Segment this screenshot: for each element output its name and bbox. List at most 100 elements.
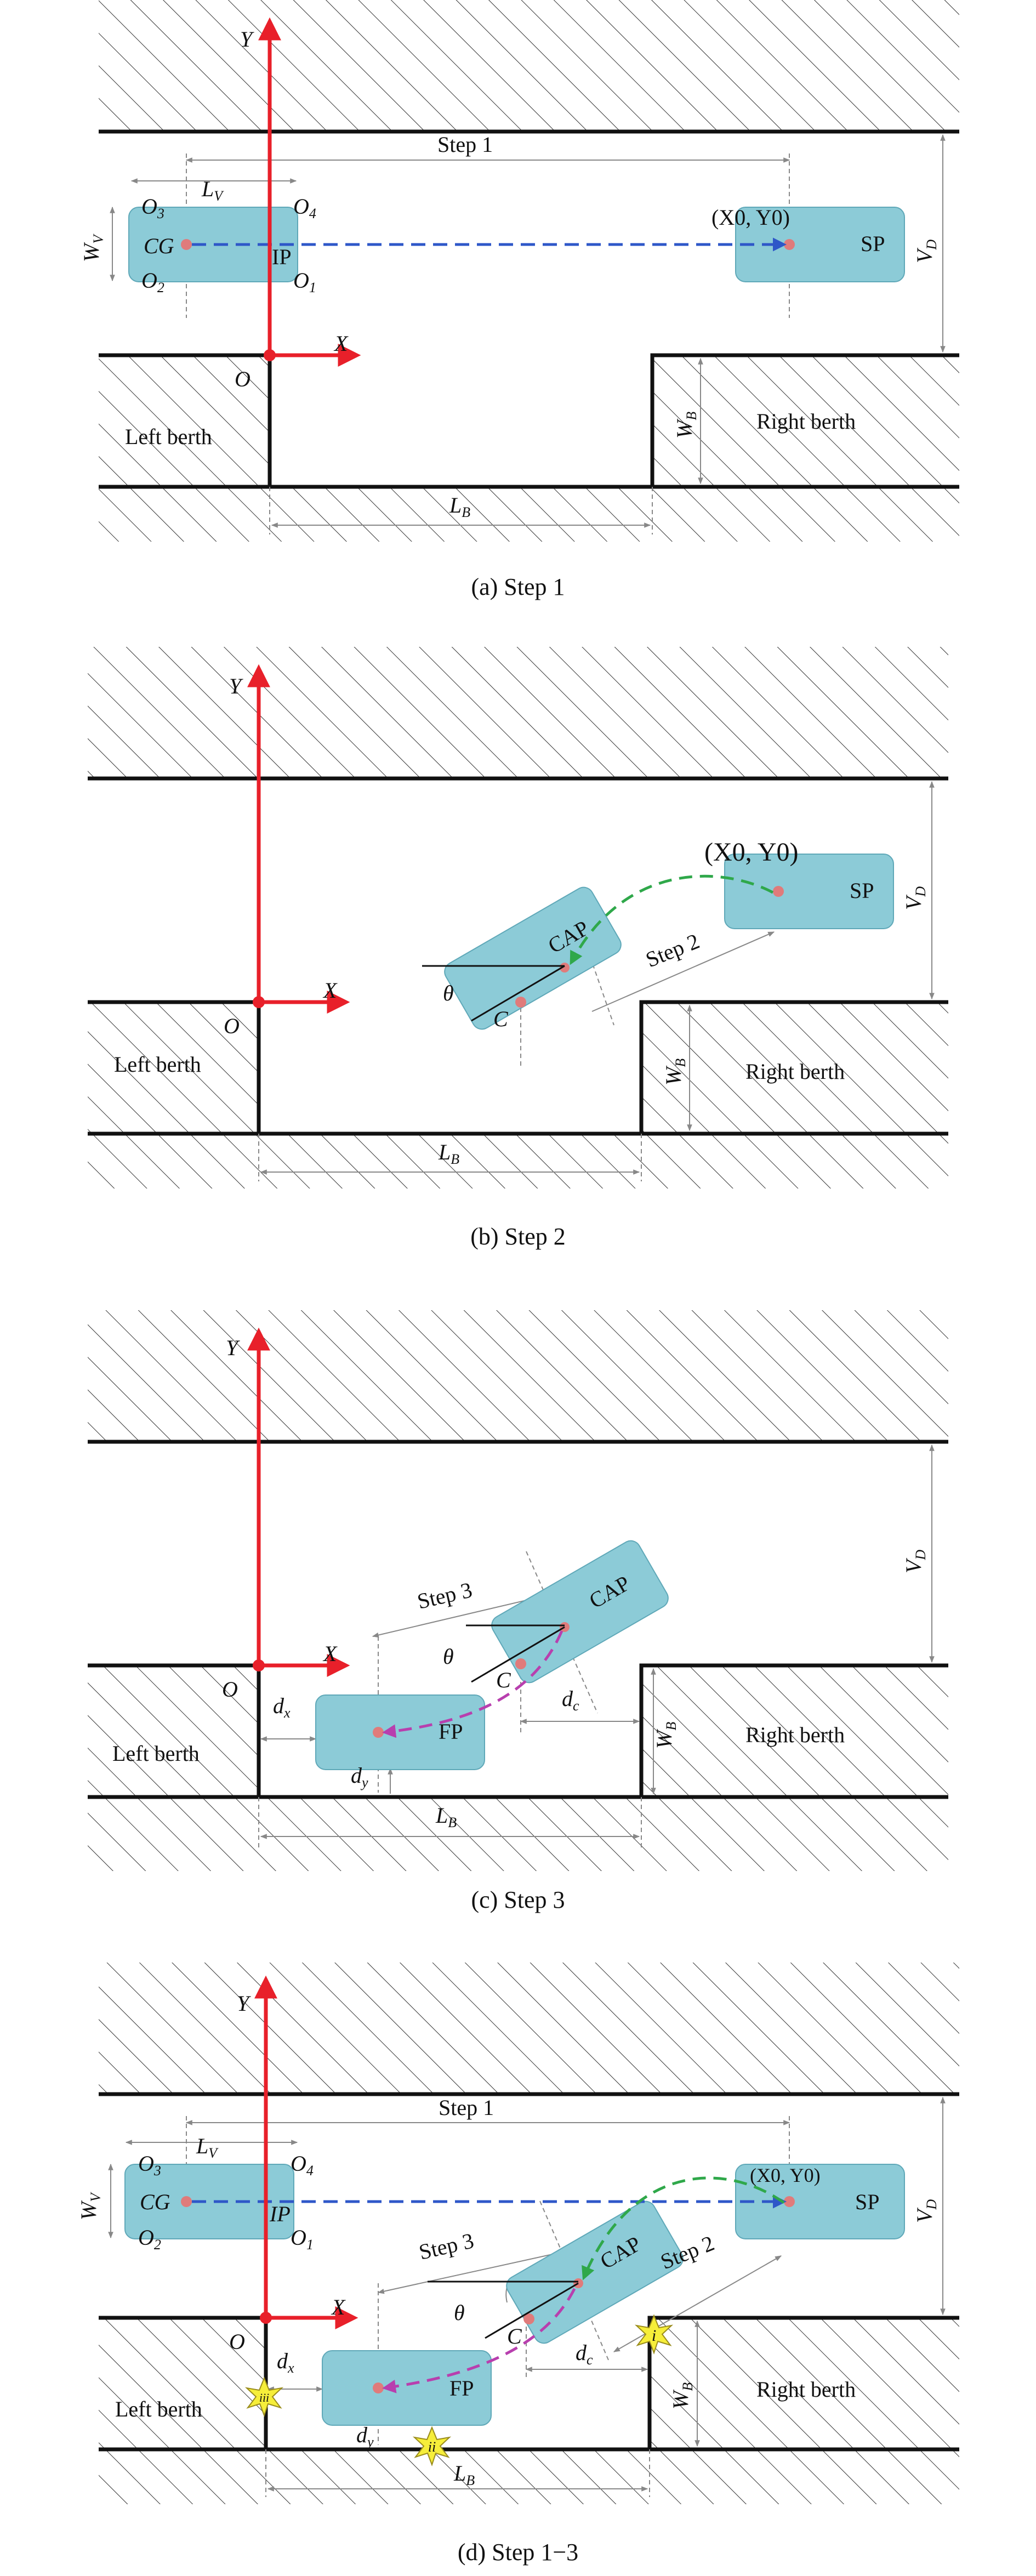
dy-subscript: y xyxy=(360,1775,368,1790)
dy-subscript: y xyxy=(366,2434,374,2450)
o2-subscript: 2 xyxy=(154,2237,161,2253)
svg-text:VD: VD xyxy=(912,240,940,263)
vehicle-cap xyxy=(506,2200,684,2344)
svg-text:WB: WB xyxy=(661,1059,688,1085)
lb-subscript: B xyxy=(448,1815,457,1830)
left-berth-label: Left berth xyxy=(115,2397,202,2421)
vd-label: V xyxy=(901,894,926,910)
svg-text:O1: O1 xyxy=(293,268,316,295)
corner-c-point xyxy=(515,997,526,1008)
origin-label: O xyxy=(222,1677,238,1702)
step3-label: Step 3 xyxy=(415,1577,475,1614)
o1-label: O xyxy=(291,2225,306,2250)
caption-d: (d) Step 1−3 xyxy=(458,2539,578,2566)
vd-label: V xyxy=(912,247,937,263)
dc-label: d xyxy=(576,2340,587,2365)
svg-text:dx: dx xyxy=(277,2348,294,2376)
dc-subscript: c xyxy=(573,1698,579,1714)
svg-text:dc: dc xyxy=(562,1686,579,1714)
walls xyxy=(99,0,959,542)
lb-subscript: B xyxy=(451,1151,459,1167)
walls xyxy=(88,647,948,1189)
theta-label: θ xyxy=(443,1644,454,1669)
svg-text:O2: O2 xyxy=(141,268,164,295)
vd-label: V xyxy=(912,2207,937,2223)
y-axis-label: Y xyxy=(229,674,243,698)
lv-subscript: V xyxy=(214,188,224,204)
origin-label: O xyxy=(229,2329,245,2354)
y-axis-label: Y xyxy=(240,27,254,52)
corner-c-point xyxy=(523,2313,534,2324)
sp-label: SP xyxy=(855,2190,880,2214)
caption-c: (c) Step 3 xyxy=(471,1886,565,1913)
c-label: C xyxy=(493,1006,509,1031)
dx-label: d xyxy=(277,2348,288,2373)
svg-text:dy: dy xyxy=(356,2423,374,2450)
wv-label: W xyxy=(79,242,104,262)
svg-text:O1: O1 xyxy=(291,2225,314,2253)
axes xyxy=(247,664,350,1014)
svg-text:dc: dc xyxy=(576,2340,593,2368)
axes xyxy=(247,1327,350,1677)
wv-subscript: V xyxy=(88,2192,104,2202)
fp-label: FP xyxy=(439,1719,463,1744)
dx-subscript: x xyxy=(287,2360,294,2376)
svg-text:LV: LV xyxy=(201,177,224,204)
lb-label: L xyxy=(453,2461,466,2486)
collision-marker-iii: iii xyxy=(244,2376,284,2417)
origin-label: O xyxy=(235,367,251,391)
svg-text:O2: O2 xyxy=(138,2225,161,2253)
vehicle-fp xyxy=(315,1694,485,1770)
vehicle-sp xyxy=(735,2164,905,2239)
right-berth-label: Right berth xyxy=(756,2377,856,2402)
dx-label: d xyxy=(273,1693,284,1718)
wb-label: W xyxy=(661,1065,686,1085)
vd-subscript: D xyxy=(924,240,940,251)
svg-text:O4: O4 xyxy=(291,2151,314,2179)
step2-label: Step 2 xyxy=(642,929,703,973)
dy-label: d xyxy=(351,1763,362,1788)
panel-b: Y X O Left berth Right berth (X0, Y0) SP… xyxy=(88,647,948,1250)
right-berth-label: Right berth xyxy=(745,1722,845,1747)
wb-subscript: B xyxy=(673,1059,688,1067)
sp-label: SP xyxy=(861,231,885,256)
o2-subscript: 2 xyxy=(157,280,164,295)
collision-marker-i: i xyxy=(634,2314,674,2355)
caption-a: (a) Step 1 xyxy=(471,573,565,600)
wb-label: W xyxy=(668,2389,693,2409)
theta-label: θ xyxy=(454,2300,465,2325)
vehicle-sp xyxy=(735,207,905,282)
svg-text:dy: dy xyxy=(351,1763,368,1790)
fp-label: FP xyxy=(449,2376,474,2401)
dx-subscript: x xyxy=(283,1705,291,1721)
mark-i: i xyxy=(652,2327,656,2345)
o4-label: O xyxy=(291,2151,306,2176)
wb-subscript: B xyxy=(684,412,699,420)
dc-label: d xyxy=(562,1686,573,1711)
cg-label: CG xyxy=(144,234,174,258)
svg-text:VD: VD xyxy=(901,1550,929,1573)
o3-label: O xyxy=(138,2151,154,2176)
y-axis-label: Y xyxy=(237,1991,251,2016)
wb-label: W xyxy=(672,418,697,439)
caption-b: (b) Step 2 xyxy=(470,1223,566,1250)
vehicle-cap xyxy=(491,1540,669,1684)
svg-text:WB: WB xyxy=(672,412,699,439)
o2-label: O xyxy=(138,2225,154,2250)
origin-label: O xyxy=(224,1014,240,1038)
labels: Y X O Left berth Right berth Step 1 LV O… xyxy=(79,27,940,520)
y-axis-label: Y xyxy=(226,1335,240,1360)
vd-subscript: D xyxy=(913,1550,929,1561)
o1-subscript: 1 xyxy=(306,2237,314,2253)
svg-text:dx: dx xyxy=(273,1693,291,1721)
vehicle-sp xyxy=(724,854,894,929)
wb-subscript: B xyxy=(680,2382,696,2391)
left-berth-label: Left berth xyxy=(125,424,212,449)
mark-ii: ii xyxy=(428,2439,436,2455)
left-berth-label: Left berth xyxy=(114,1052,201,1077)
x0y0-label: (X0, Y0) xyxy=(711,205,790,230)
lv-subscript: V xyxy=(208,2145,219,2161)
wb-label: W xyxy=(652,1728,676,1749)
dy-label: d xyxy=(356,2423,368,2447)
